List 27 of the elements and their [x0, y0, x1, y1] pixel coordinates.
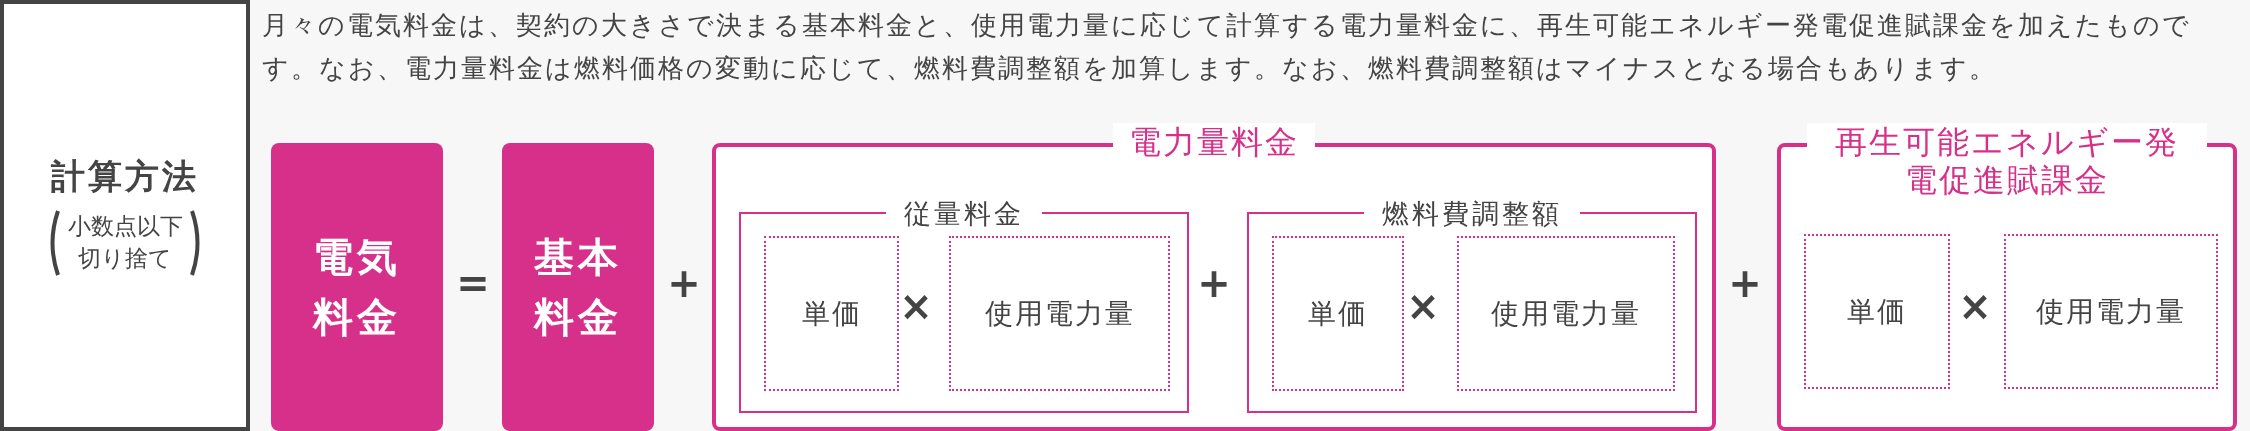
factor-box	[1272, 236, 1404, 391]
method-panel	[0, 0, 250, 431]
factor-box	[949, 236, 1170, 391]
operator-sign: =	[455, 259, 491, 308]
factor-text: 使用電力量	[1491, 295, 1641, 332]
term-text: 電気料金	[311, 233, 402, 342]
factor-text: 使用電力量	[984, 295, 1135, 332]
factor-box	[2004, 234, 2218, 389]
operator-sign: +	[1196, 259, 1232, 308]
factor-text: 単価	[1308, 295, 1368, 332]
operator-sign: +	[1727, 259, 1763, 308]
operator-sign: ×	[1957, 282, 1993, 331]
formula-term-box	[502, 143, 654, 431]
factor-box	[1457, 236, 1675, 391]
factor-text: 使用電力量	[2036, 293, 2186, 330]
operator-sign: +	[666, 259, 702, 308]
factor-text: 単価	[801, 295, 862, 332]
factor-text: 単価	[1847, 293, 1907, 330]
factor-box	[764, 236, 899, 391]
factor-box	[1804, 234, 1950, 389]
operator-sign: ×	[898, 282, 934, 331]
operator-sign: ×	[1405, 282, 1441, 331]
formula-term-box	[271, 143, 443, 431]
term-text: 基本料金	[532, 233, 623, 342]
heading-text: 計算方法	[51, 154, 199, 198]
description-paragraph: 月々の電気料金は、契約の大きさで決まる基本料金と、使用電力量に応じて計算する電力量料金に、再生可能エネルギー発電促進賦課金を加えたものです。なお、電力量料金は燃料価格の変動に応じて、燃料費調整額を加算します。なお、燃料費調整額はマイナスとなる場合もあります。	[262, 9, 2192, 85]
note-text: 小数点以下切り捨て	[66, 212, 184, 273]
